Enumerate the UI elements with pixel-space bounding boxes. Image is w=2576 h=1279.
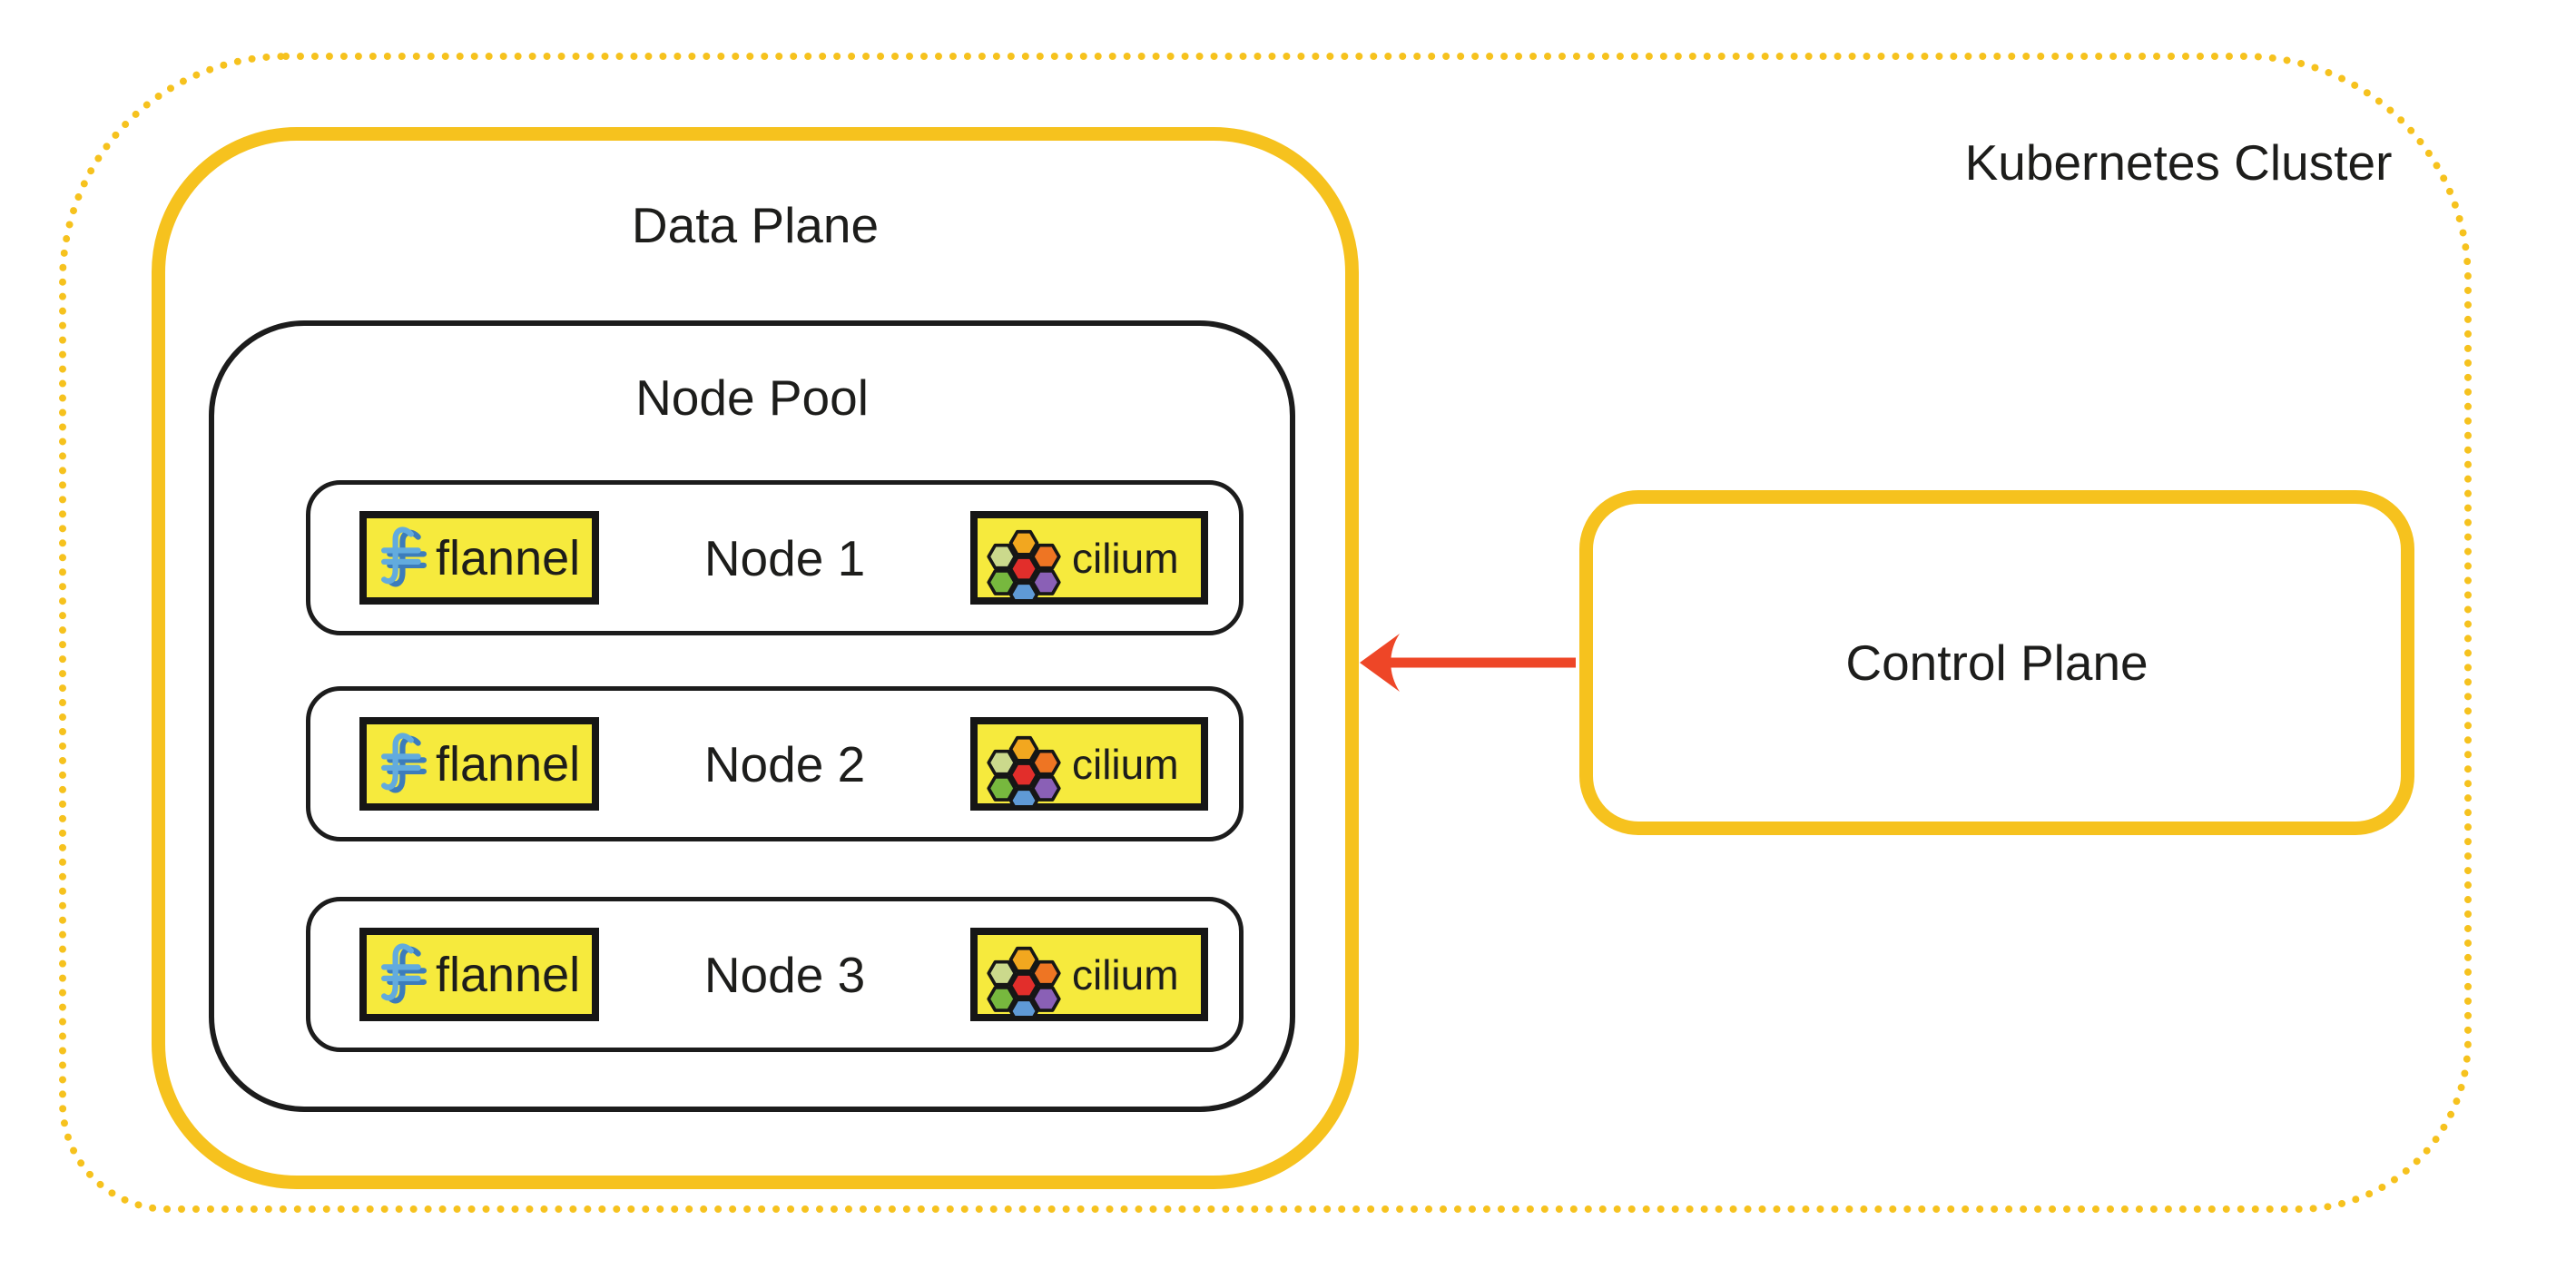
cilium-badge: cilium [969, 928, 1208, 1021]
node-label: Node 1 [703, 529, 866, 586]
flannel-badge-label: flannel [436, 736, 581, 792]
node-row: flannel Node 2 cilium [306, 686, 1244, 841]
kubernetes-cluster-boundary [59, 53, 2472, 1213]
cilium-badge-label: cilium [1071, 740, 1179, 788]
flannel-badge: flannel [359, 928, 599, 1021]
node-pool-title: Node Pool [635, 369, 869, 426]
flannel-logo-icon [381, 942, 427, 1003]
node-row: flannel Node 1 cilium [306, 480, 1244, 635]
node-label: Node 2 [703, 735, 866, 792]
kubernetes-cluster-label: Kubernetes Cluster [1964, 134, 2393, 191]
flannel-badge: flannel [359, 717, 599, 811]
cilium-logo-icon [987, 735, 1061, 805]
cilium-badge-label: cilium [1071, 534, 1179, 582]
cilium-badge: cilium [969, 717, 1208, 811]
flannel-badge-label: flannel [436, 530, 581, 585]
node-label: Node 3 [703, 946, 866, 1003]
flannel-badge-label: flannel [436, 947, 581, 1002]
cilium-logo-icon [987, 946, 1061, 1016]
control-to-data-arrow-icon [1360, 634, 1576, 692]
cilium-badge: cilium [969, 511, 1208, 605]
flannel-logo-icon [381, 526, 427, 586]
data-plane-box: Data Plane [152, 127, 1359, 1189]
control-plane-title: Control Plane [1845, 635, 2148, 691]
control-plane-box: Control Plane [1579, 490, 2414, 835]
node-pool-box: Node Pool [209, 320, 1295, 1112]
data-plane-title: Data Plane [631, 197, 880, 253]
node-row: flannel Node 3 cilium [306, 897, 1244, 1052]
flannel-logo-icon [381, 732, 427, 792]
flannel-badge: flannel [359, 511, 599, 605]
cilium-logo-icon [987, 529, 1061, 599]
cilium-badge-label: cilium [1071, 950, 1179, 999]
